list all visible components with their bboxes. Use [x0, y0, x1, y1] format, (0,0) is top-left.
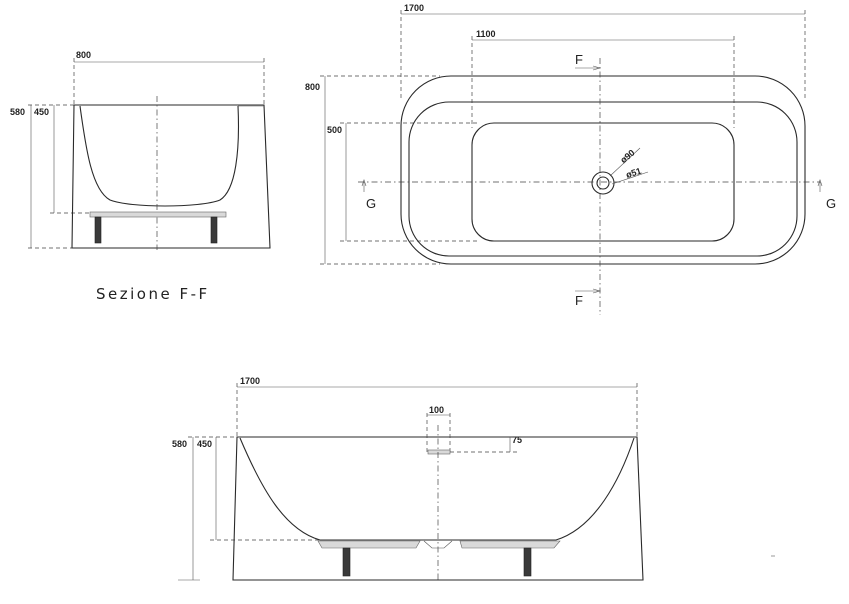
cut-g-right: G: [826, 196, 836, 211]
drain-inner-label: ø51: [625, 166, 643, 180]
plan-width-label: 800: [305, 82, 320, 92]
plan-inner-length-label: 1100: [476, 29, 496, 39]
plan-inner-width-label: 500: [327, 125, 342, 135]
plan-view: 1700 1100 800 500 ø90 ø51 F F: [305, 3, 836, 315]
side-section-view: 800 580 450 Sezione F-F: [10, 50, 271, 303]
cut-f-top: F: [575, 52, 583, 67]
cut-g-left: G: [366, 196, 376, 211]
front-section-view: 1700 580 450 100 75: [172, 376, 775, 582]
side-height-outer-label: 580: [10, 107, 25, 117]
overflow-height-label: 75: [512, 435, 522, 445]
drain-outer-label: ø90: [618, 148, 636, 166]
section-title: Sezione F-F: [96, 285, 210, 303]
cut-f-bottom: F: [575, 293, 583, 308]
front-length-label: 1700: [240, 376, 260, 386]
front-height-outer-label: 580: [172, 439, 187, 449]
front-height-inner-label: 450: [197, 439, 212, 449]
overflow-width-label: 100: [429, 405, 444, 415]
plan-length-label: 1700: [404, 3, 424, 13]
side-height-inner-label: 450: [34, 107, 49, 117]
side-width-label: 800: [76, 50, 91, 60]
